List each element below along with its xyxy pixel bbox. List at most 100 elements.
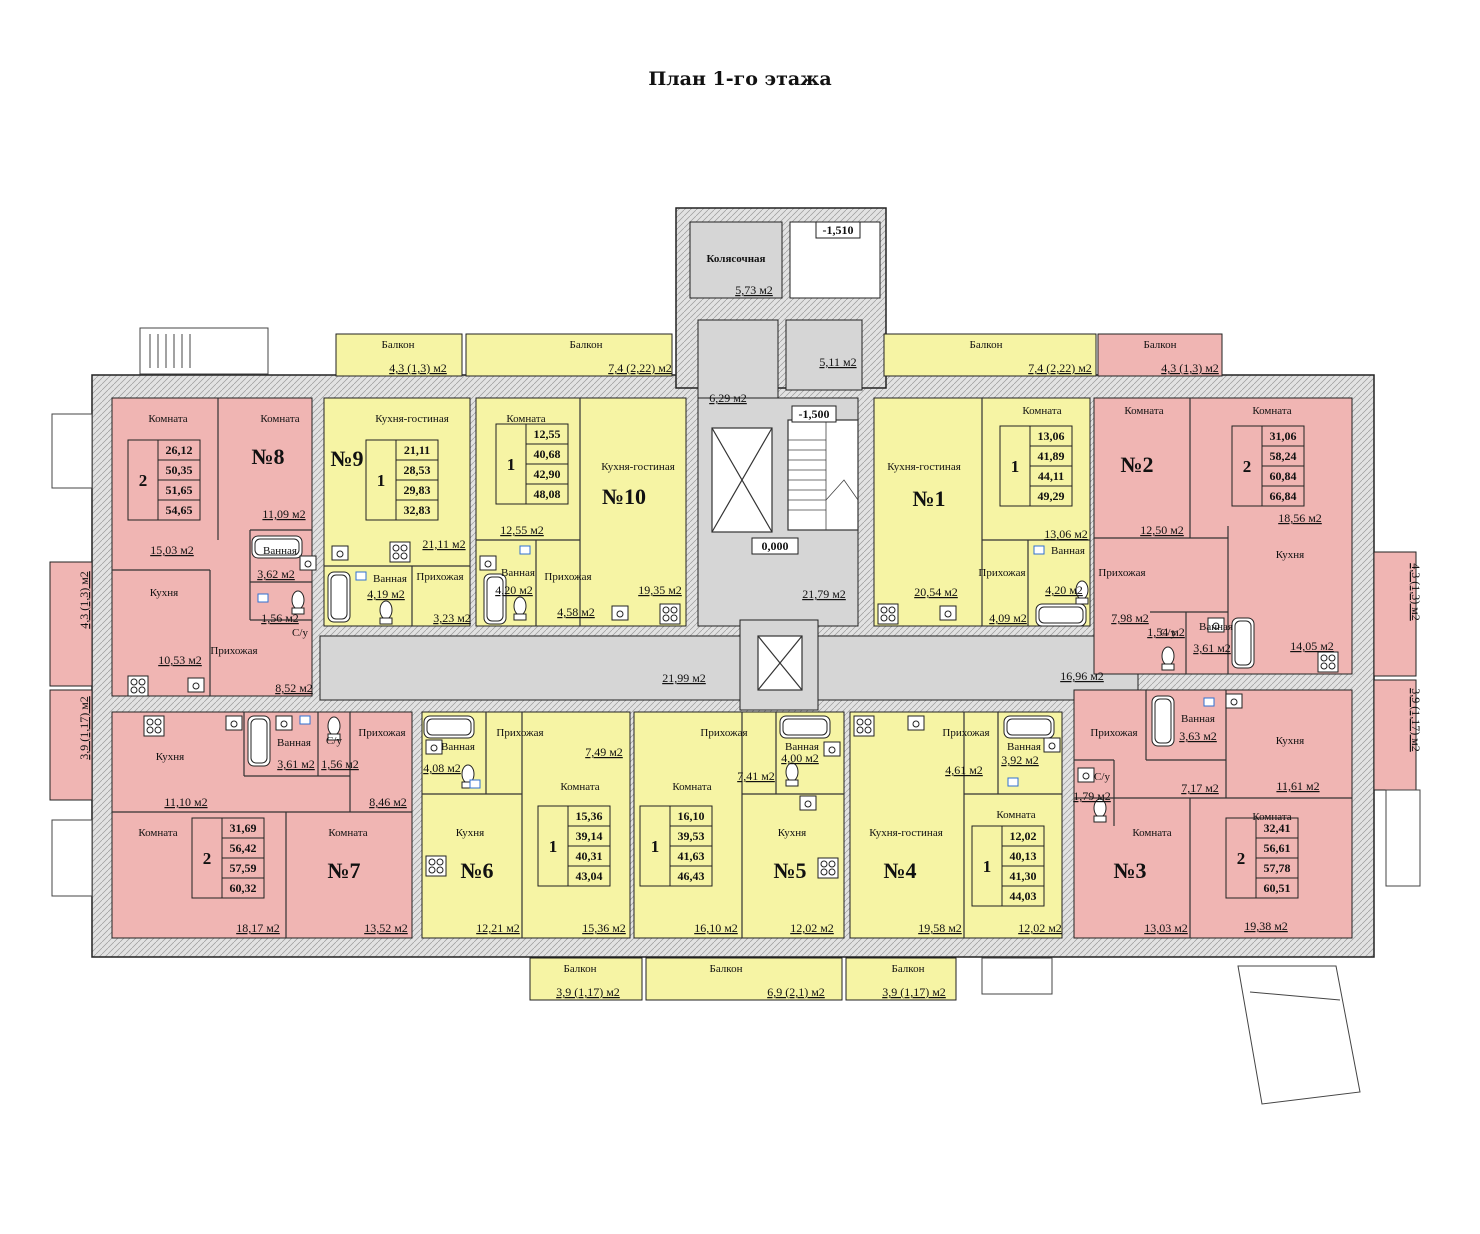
room-name: Комната [672, 781, 711, 793]
room-area: 4,09 м2 [989, 611, 1027, 625]
room-name: Прихожая [358, 727, 405, 739]
area-value: 26,12 [166, 443, 193, 457]
room-area: 11,10 м2 [164, 795, 207, 809]
area-value: 32,83 [404, 503, 431, 517]
stove-icon [425, 855, 447, 877]
room-name: Кухня [156, 751, 184, 763]
room-count: 2 [1237, 849, 1246, 868]
level-stair-box [791, 405, 837, 423]
room-name: Прихожая [416, 571, 463, 583]
area-value: 31,06 [1270, 429, 1297, 443]
bay-left-bottom [51, 819, 93, 897]
room-area: 15,03 м2 [150, 543, 194, 557]
room-count: 2 [139, 471, 148, 490]
balcony-right-1 [1373, 551, 1417, 677]
room-area: 7,41 м2 [737, 769, 775, 783]
balcony-area: 3,9 (1,17) м2 [882, 985, 946, 999]
area-value: 46,43 [678, 869, 705, 883]
room-area: 1,79 м2 [1073, 789, 1111, 803]
toilet-icon [1161, 646, 1175, 671]
area-value: 43,04 [576, 869, 603, 883]
room-area: 19,35 м2 [638, 583, 682, 597]
stove-icon [877, 603, 899, 625]
area-value: 50,35 [166, 463, 193, 477]
room-area: 3,92 м2 [1001, 753, 1039, 767]
apartment-1-number: №1 [912, 486, 945, 511]
room-area: 21,11 м2 [422, 537, 465, 551]
meter-icon [355, 571, 367, 581]
area-value: 60,84 [1270, 469, 1297, 483]
room-a8-room-2: Комната 11,09 м2 [260, 413, 305, 521]
room-name: С/у [1094, 771, 1110, 783]
level-top: -1,510 [823, 223, 854, 237]
room-name: Прихожая [700, 727, 747, 739]
room-area: 18,17 м2 [236, 921, 280, 935]
room-name: Комната [260, 413, 299, 425]
room-area: 10,53 м2 [158, 653, 202, 667]
corridor-right-area: 16,96 м2 [1060, 669, 1104, 683]
bathtub-icon [247, 715, 271, 767]
room-name: Кухня-гостиная [887, 461, 961, 473]
room-name: Ванная [785, 741, 819, 753]
bay-bottom [981, 957, 1053, 995]
room-a5-hall: Прихожая 7,41 м2 [700, 727, 774, 783]
area-value: 56,42 [230, 841, 257, 855]
balcony-right-2 [1373, 679, 1417, 791]
room-area: 3,62 м2 [257, 567, 295, 581]
room-area: 4,20 м2 [1045, 583, 1083, 597]
toilet-icon [379, 600, 393, 625]
room-count: 1 [1011, 457, 1020, 476]
koliasochnaya-name: Колясочная [707, 253, 766, 265]
bathtub-icon [779, 715, 831, 739]
bathtub-icon [1231, 617, 1255, 669]
apartment-2-number: №2 [1120, 452, 1153, 477]
area-value: 60,51 [1264, 881, 1291, 895]
balcony-label-b-left-2: 3,9 (1,17) м2 [77, 696, 91, 760]
room-count: 2 [203, 849, 212, 868]
area-value: 16,10 [678, 809, 705, 823]
room-name: Кухня [456, 827, 484, 839]
sink-icon [823, 741, 841, 757]
room-name: С/у [1160, 627, 1176, 639]
room-area: 11,09 м2 [262, 507, 305, 521]
area-value: 15,36 [576, 809, 603, 823]
corridor-left-area: 21,99 м2 [662, 671, 706, 685]
room-name: Кухня [1276, 735, 1304, 747]
room-area: 1,56 м2 [261, 611, 299, 625]
apartment-3-number: №3 [1113, 858, 1146, 883]
apartment-5-number: №5 [773, 858, 806, 883]
room-area: 4,61 м2 [945, 763, 983, 777]
room-area: 12,02 м2 [790, 921, 834, 935]
balcony-area: 4,3 (1,3) м2 [389, 361, 447, 375]
balcony-label-b-right-2: 3,9 (1,17) м2 [1409, 688, 1423, 752]
room-name: Кухня [150, 587, 178, 599]
area-value: 29,83 [404, 483, 431, 497]
bathtub-icon [1035, 603, 1087, 627]
room-name: С/у [292, 627, 308, 639]
sink-icon [799, 795, 817, 811]
apartment-9 [323, 397, 471, 627]
plan-title: План 1-го этажа [648, 68, 832, 90]
room-count: 2 [1243, 457, 1252, 476]
stove-icon [659, 603, 681, 625]
room-a3-wc: С/у 1,79 м2 [1073, 771, 1111, 803]
room-area: 8,52 м2 [275, 681, 313, 695]
